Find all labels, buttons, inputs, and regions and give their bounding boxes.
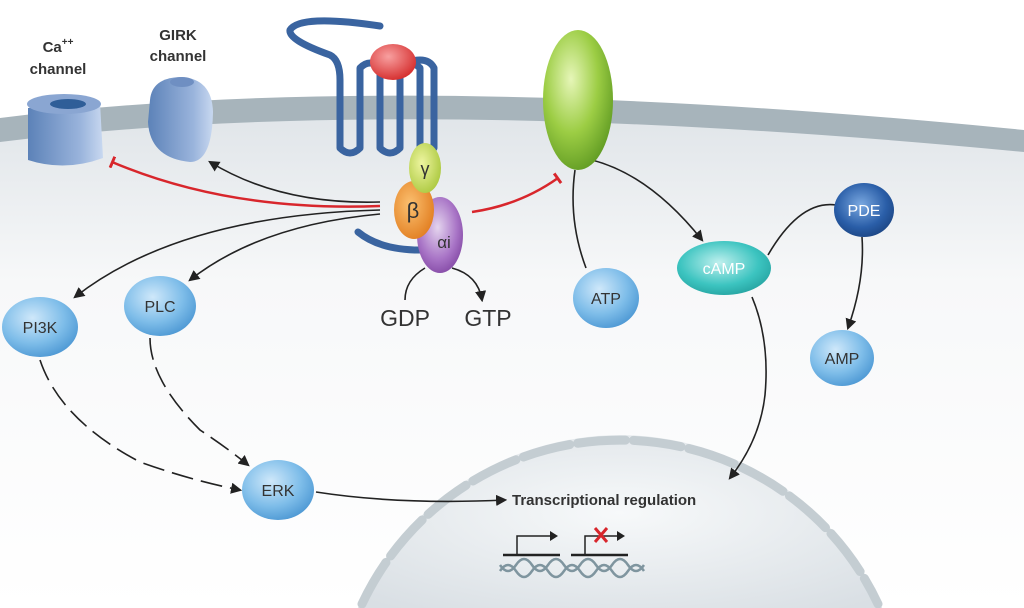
node-camp: cAMP — [677, 241, 771, 295]
amp-label: AMP — [825, 351, 860, 368]
node-pde: PDE — [834, 183, 894, 237]
gamma-label: γ — [421, 159, 430, 179]
dna-promoters — [498, 527, 646, 579]
gdp-line — [404, 267, 426, 301]
arrow-to-plc — [188, 213, 381, 282]
node-atp: ATP — [573, 268, 639, 328]
camp-label: cAMP — [703, 261, 746, 278]
blocked-x-icon — [593, 527, 609, 543]
arrow-erk-to-transcription — [315, 491, 508, 507]
arrow-pi3k-to-erk — [39, 359, 243, 494]
node-erk: ERK — [242, 460, 314, 520]
pi3k-label: PI3K — [23, 320, 58, 337]
beta-label: β — [407, 198, 420, 223]
plc-label: PLC — [144, 299, 175, 316]
arrow-to-pi3k — [73, 209, 381, 299]
ligand — [370, 44, 416, 80]
nucleus — [357, 435, 883, 608]
ca-channel-label: Ca++channel — [30, 37, 87, 78]
inhibit-adenylyl-cyclase — [471, 172, 563, 214]
gtp-label: GTP — [464, 305, 511, 331]
adenylyl-cyclase — [543, 30, 613, 170]
arrow-plc-to-erk — [149, 337, 250, 467]
node-pi3k: PI3K — [2, 297, 78, 357]
atp-label: ATP — [591, 291, 621, 308]
arrow-to-camp — [591, 159, 704, 242]
camp-pde-line — [767, 203, 837, 256]
node-plc: PLC — [124, 276, 196, 336]
g-protein: γ β αi — [394, 143, 463, 273]
erk-label: ERK — [262, 483, 295, 500]
arrow-to-gtp — [451, 267, 487, 303]
beta-subunit — [394, 181, 434, 239]
arrow-to-amp — [845, 236, 864, 331]
dna-strand — [498, 563, 646, 579]
dna-strand — [498, 557, 646, 573]
signal-arrows — [39, 156, 864, 507]
arrow-camp-to-nucleus — [728, 296, 767, 480]
ca-channel — [27, 94, 103, 166]
gamma-subunit — [409, 143, 441, 193]
girk-channel — [148, 77, 213, 162]
inhibit-ca-channel — [108, 156, 381, 208]
plasma-membrane — [0, 95, 1024, 152]
nuclear-envelope — [357, 435, 883, 608]
alpha-i-label: αi — [437, 233, 451, 252]
pde-label: PDE — [848, 203, 881, 220]
atp-line — [572, 169, 587, 269]
node-amp: AMP — [810, 330, 874, 386]
arrow-to-girk — [208, 160, 381, 203]
gdp-label: GDP — [380, 305, 430, 331]
transcription-label: Transcriptional regulation — [512, 492, 696, 509]
g-protein-anchor — [354, 228, 424, 254]
